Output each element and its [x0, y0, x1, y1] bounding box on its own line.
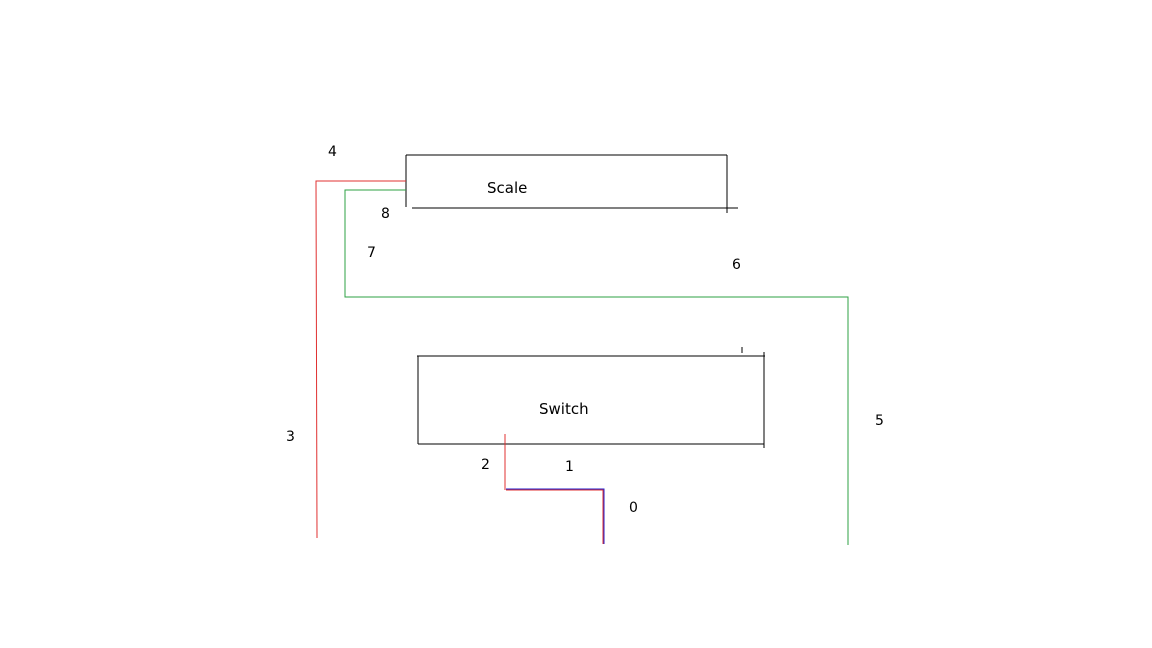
- blue-wire: [506, 488, 605, 544]
- label-1: 1: [565, 459, 574, 475]
- label-8: 8: [381, 206, 390, 222]
- scale-label: Scale: [487, 179, 527, 197]
- label-7: 7: [367, 245, 376, 261]
- label-2: 2: [481, 457, 490, 473]
- label-5: 5: [875, 413, 884, 429]
- label-0: 0: [629, 500, 638, 516]
- green-wire: [344, 189, 849, 545]
- label-3: 3: [286, 429, 295, 445]
- label-6: 6: [732, 257, 741, 273]
- switch-label: Switch: [539, 400, 589, 418]
- red-wire-paired: [506, 489, 604, 544]
- scale-box: [405, 154, 738, 213]
- red-wire-left: [315, 180, 406, 539]
- label-4: 4: [328, 144, 337, 160]
- switch-box: [417, 347, 765, 448]
